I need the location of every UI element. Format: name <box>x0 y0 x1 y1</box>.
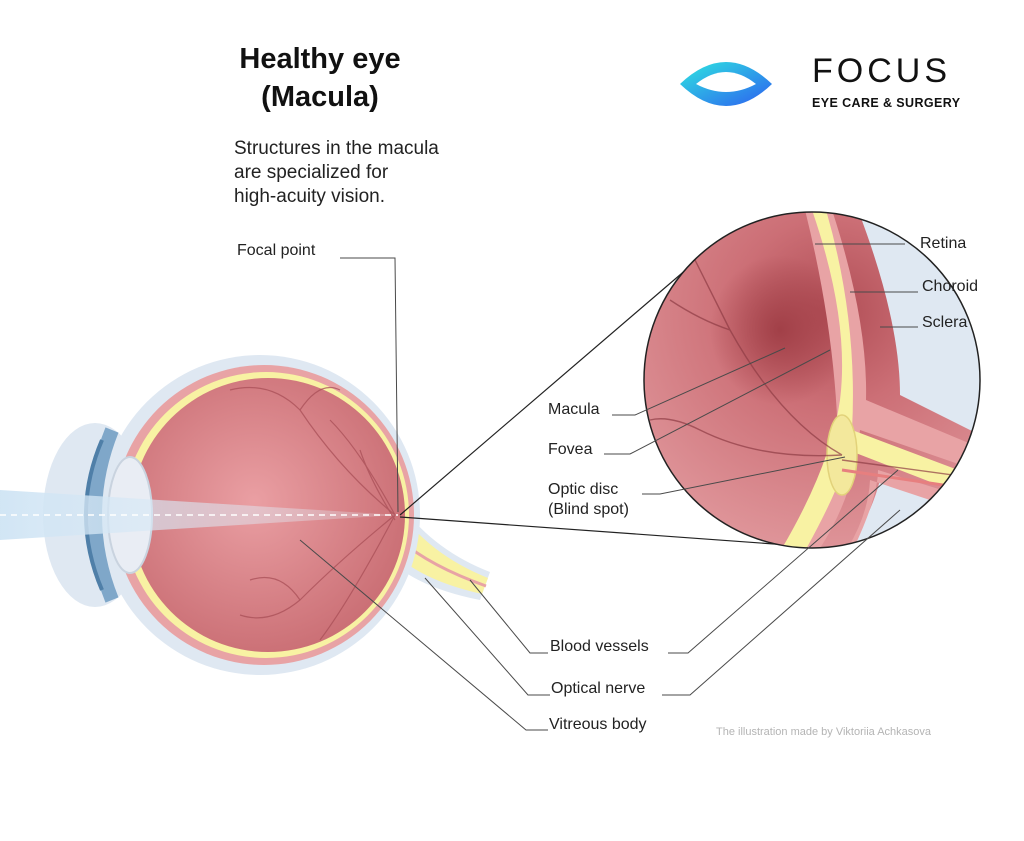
page-title: Healthy eye (Macula) <box>200 40 440 116</box>
brand-tagline: EYE CARE & SURGERY <box>812 96 961 110</box>
illustration-credit: The illustration made by Viktoriia Achka… <box>716 726 932 738</box>
title-line-2: (Macula) <box>261 81 379 113</box>
light-beam <box>0 490 398 540</box>
subtitle-line-1: Structures in the macula <box>234 138 439 159</box>
zoom-line-top <box>399 267 689 516</box>
label-vitreous-body: Vitreous body <box>549 716 647 733</box>
title-line-1: Healthy eye <box>239 43 401 75</box>
label-retina: Retina <box>920 235 967 252</box>
brand-name: FOCUS <box>812 52 951 90</box>
label-blind-spot: (Blind spot) <box>548 501 629 518</box>
zoom-circle <box>643 211 981 549</box>
label-macula: Macula <box>548 401 600 418</box>
zoom-line-bottom <box>399 516 789 546</box>
label-blood-vessels: Blood vessels <box>550 638 649 655</box>
label-focal-point: Focal point <box>237 242 316 259</box>
label-sclera: Sclera <box>922 314 968 331</box>
subtitle-line-3: high-acuity vision. <box>234 186 386 207</box>
eye-logo-icon <box>680 62 772 106</box>
label-optical-nerve: Optical nerve <box>551 680 646 697</box>
leader-lines <box>299 243 918 731</box>
subtitle-line-2: are specialized for <box>234 162 389 183</box>
label-fovea: Fovea <box>548 441 593 458</box>
label-optic-disc: Optic disc <box>548 481 619 498</box>
subtitle: Structures in the macula are specialized… <box>234 137 439 209</box>
label-choroid: Choroid <box>922 278 979 295</box>
